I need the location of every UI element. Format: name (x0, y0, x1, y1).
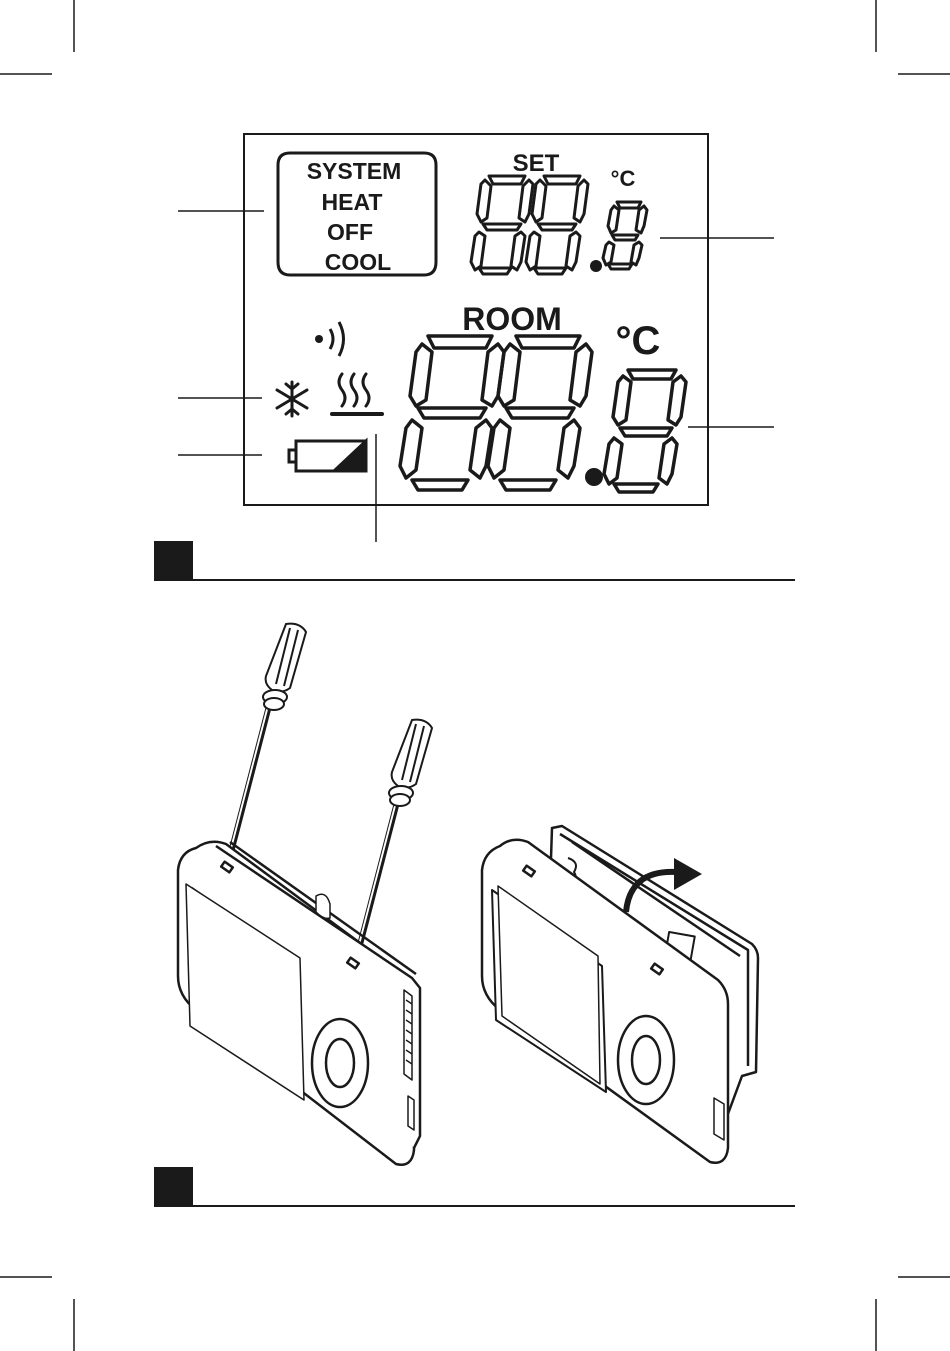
thermostat-open (482, 826, 758, 1163)
set-decimal-point (590, 260, 602, 272)
mode-cool-label: COOL (325, 249, 391, 275)
set-label: SET (513, 150, 560, 177)
heating-icon (332, 374, 382, 414)
screwdriver-icon (226, 624, 306, 862)
callout-lines (178, 211, 774, 542)
screwdriver-icon (352, 720, 432, 966)
snowflake-icon (277, 382, 307, 416)
figure-1-marker (154, 541, 795, 580)
set-unit-label: °C (611, 166, 636, 191)
wireless-signal-icon (315, 322, 344, 356)
lcd-display: SYSTEM HEAT OFF COOL SET °C (244, 134, 708, 505)
figure-2-marker (154, 1167, 795, 1206)
room-label: ROOM (462, 301, 562, 337)
mode-off-label: OFF (327, 219, 373, 245)
battery-icon (289, 441, 366, 471)
system-label: SYSTEM (307, 158, 402, 184)
mode-heat-label: HEAT (322, 189, 383, 215)
room-unit-label: °C (616, 319, 661, 363)
room-decimal-point (585, 468, 603, 486)
thermostat-closed (178, 842, 420, 1165)
